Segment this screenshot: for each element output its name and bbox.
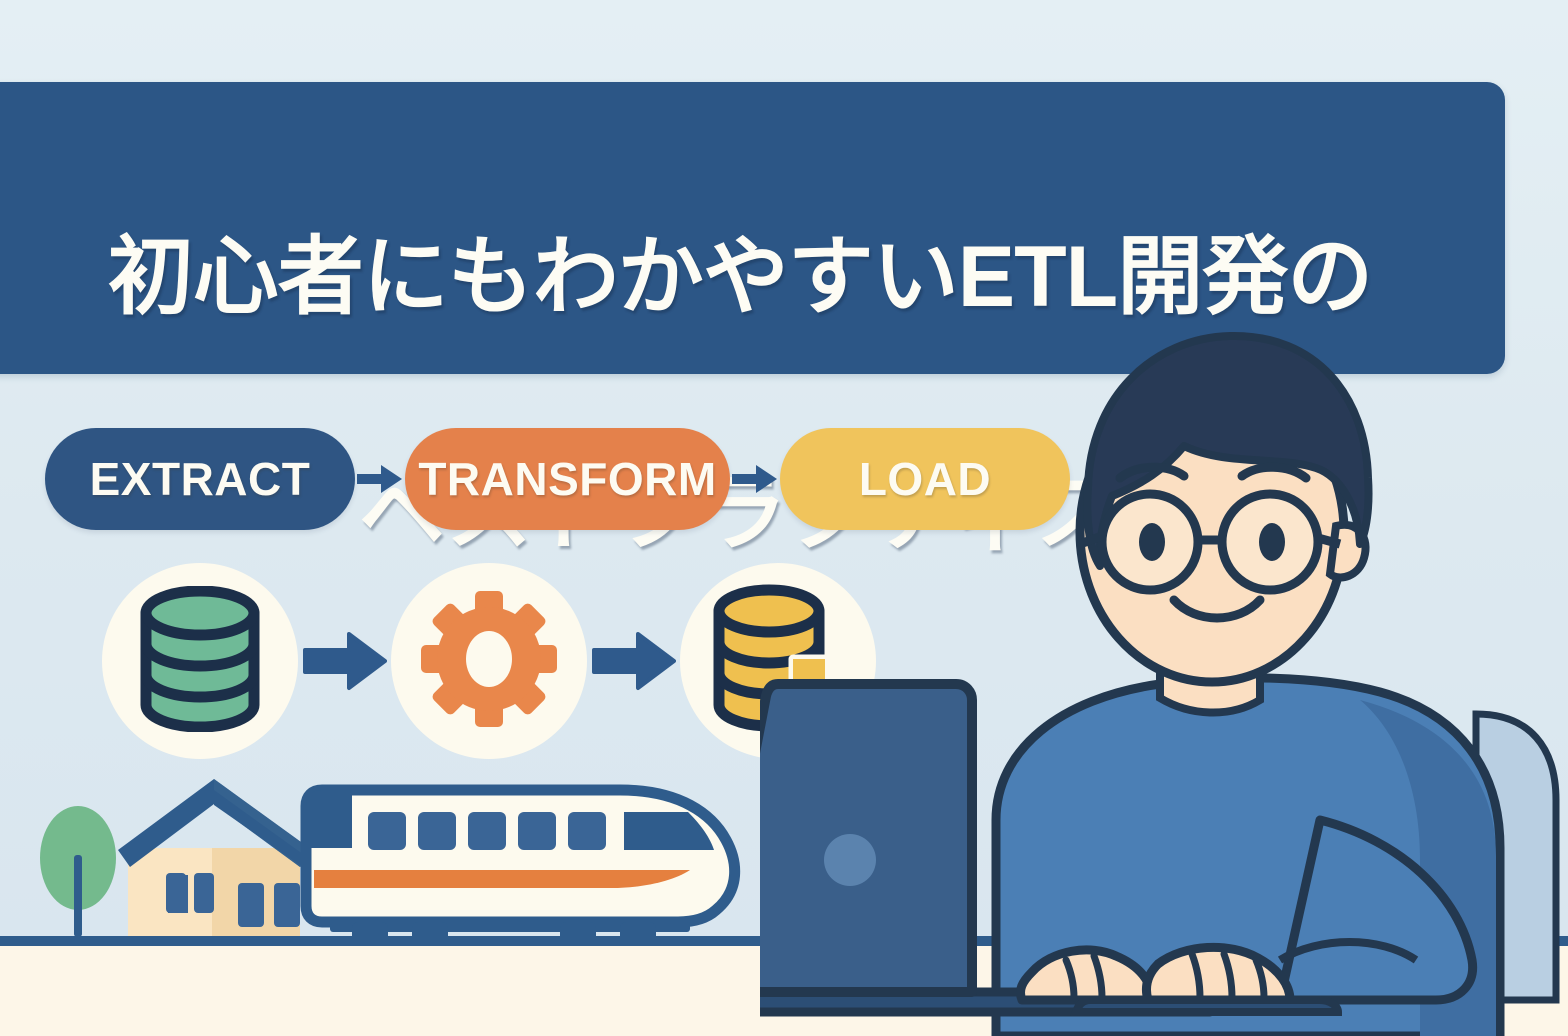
tree-icon (40, 806, 116, 937)
stage-badge-transform-label: TRANSFORM (418, 453, 717, 505)
laptop-keyboard (1070, 996, 1343, 1016)
database-green-icon (135, 585, 265, 737)
stage-badge-transform[interactable]: TRANSFORM (405, 428, 730, 530)
scenery-row (0, 770, 780, 946)
person-at-laptop (706, 300, 1568, 1036)
icon-bubble-transform (391, 563, 587, 759)
house-icon (118, 779, 318, 937)
stage-badge-load[interactable]: LOAD (780, 428, 1070, 530)
arrow-right-icon (302, 630, 387, 692)
gear-orange-icon (419, 589, 559, 734)
stage-badge-extract-label: EXTRACT (89, 453, 311, 505)
bullet-train-icon (300, 784, 741, 942)
eyebrows (1115, 462, 1311, 483)
icon-bubble-extract (102, 563, 298, 759)
arrow-right-icon (591, 630, 676, 692)
mouth (1169, 595, 1265, 623)
stage-badge-extract[interactable]: EXTRACT (45, 428, 355, 530)
laptop-logo-dot (824, 834, 876, 886)
badge-arrow-1 (355, 459, 405, 499)
eyes (1139, 523, 1285, 561)
arm-right (1275, 815, 1478, 1005)
hands (1015, 942, 1295, 1005)
pipeline-arrow-1 (298, 626, 391, 696)
badge-arrow-2 (730, 459, 780, 499)
stage-badge-load-label: LOAD (858, 453, 992, 505)
pipeline-stage-badges: EXTRACT TRANSFORM LOAD (45, 428, 1070, 530)
pipeline-arrow-2 (587, 626, 680, 696)
page-title-line-1: 初心者にもわかやすいETL開発の (107, 229, 1373, 325)
